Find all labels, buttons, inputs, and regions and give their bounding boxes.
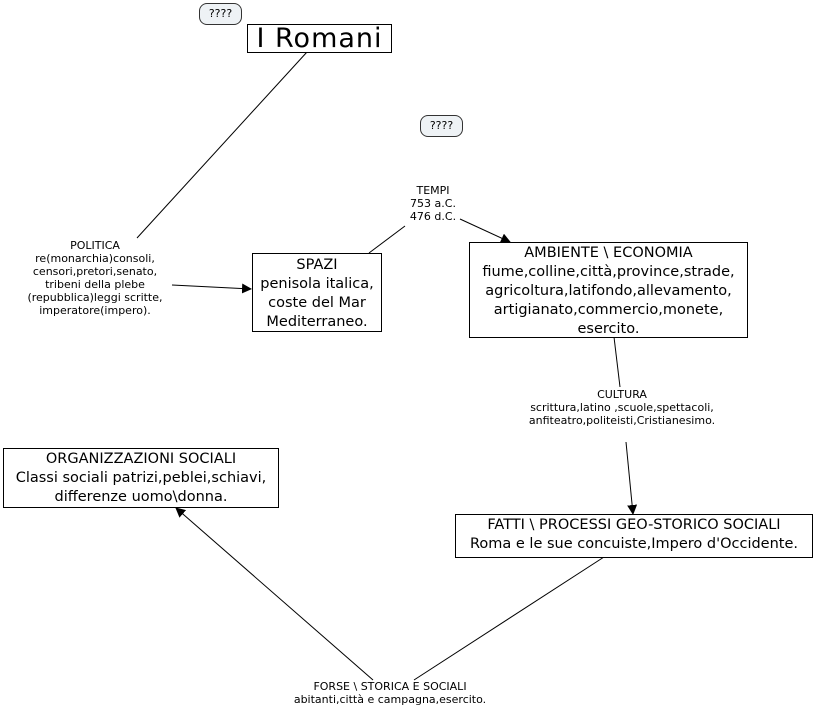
node-tempi[interactable]: TEMPI 753 a.C. 476 d.C. [395,184,471,223]
badge-middle[interactable]: ???? [420,115,463,137]
cultura-line: anfiteatro,politeisti,Cristianesimo. [528,414,716,427]
node-forse[interactable]: FORSE \ STORICA E SOCIALI abitanti,città… [270,680,510,706]
cultura-line: scrittura,latino ,scuole,spettacoli, [530,401,714,414]
forse-line: abitanti,città e campagna,esercito. [293,693,487,706]
forse-heading: FORSE \ STORICA E SOCIALI [313,680,467,693]
politica-line: imperatore(impero). [39,304,151,317]
link-forse-organizzazioni [175,507,374,681]
spazi-heading: SPAZI [296,257,338,273]
node-ambiente[interactable]: AMBIENTE \ ECONOMIA fiume,colline,città,… [469,242,748,338]
politica-line: tribeni della plebe [45,278,145,291]
node-organizzazioni[interactable]: ORGANIZZAZIONI SOCIALI Classi sociali pa… [3,448,279,508]
tempi-line: 753 a.C. [410,197,456,210]
ambiente-line: fiume,colline,città,province,strade, [482,264,735,280]
ambiente-line: agricoltura,latifondo,allevamento, [485,283,732,299]
link-ambiente-cultura [613,336,621,388]
fatti-heading: FATTI \ PROCESSI GEO-STORICO SOCIALI [487,517,781,533]
badge-label: ???? [208,7,233,20]
link-fatti-forse [413,556,605,681]
node-cultura[interactable]: CULTURA scrittura,latino ,scuole,spettac… [510,388,734,427]
tempi-line: 476 d.C. [409,210,457,223]
link-politica-spazi [171,283,252,294]
politica-line: re(monarchia)consoli, [35,252,155,265]
title-text: I Romani [256,23,383,54]
cultura-heading: CULTURA [597,388,647,401]
politica-line: censori,pretori,senato, [32,265,158,278]
node-title[interactable]: I Romani [247,24,392,53]
ambiente-line: artigianato,commercio,monete, [493,302,724,318]
link-spazi-tempi [368,225,406,254]
link-title-politica [136,51,308,239]
spazi-line: coste del Mar [268,295,366,311]
organizzazioni-line: Classi sociali patrizi,peblei,schiavi, [15,470,267,486]
badge-title[interactable]: ???? [199,3,242,25]
spazi-line: penisola italica, [260,276,374,292]
link-tempi-ambiente [459,218,511,243]
politica-heading: POLITICA [70,239,120,252]
badge-label: ???? [429,119,454,132]
fatti-line: Roma e le sue concuiste,Impero d'Occiden… [469,536,799,552]
spazi-line: Mediterraneo. [266,314,368,330]
organizzazioni-line: differenze uomo\donna. [54,489,228,505]
node-politica[interactable]: POLITICA re(monarchia)consoli, censori,p… [15,239,175,317]
link-cultura-fatti [625,441,638,515]
ambiente-heading: AMBIENTE \ ECONOMIA [524,245,693,261]
politica-line: (repubblica)leggi scritte, [27,291,163,304]
node-spazi[interactable]: SPAZI penisola italica, coste del Mar Me… [252,253,382,332]
organizzazioni-heading: ORGANIZZAZIONI SOCIALI [45,451,237,467]
node-fatti[interactable]: FATTI \ PROCESSI GEO-STORICO SOCIALI Rom… [455,514,813,558]
tempi-heading: TEMPI [416,184,450,197]
ambiente-line: esercito. [577,321,640,337]
